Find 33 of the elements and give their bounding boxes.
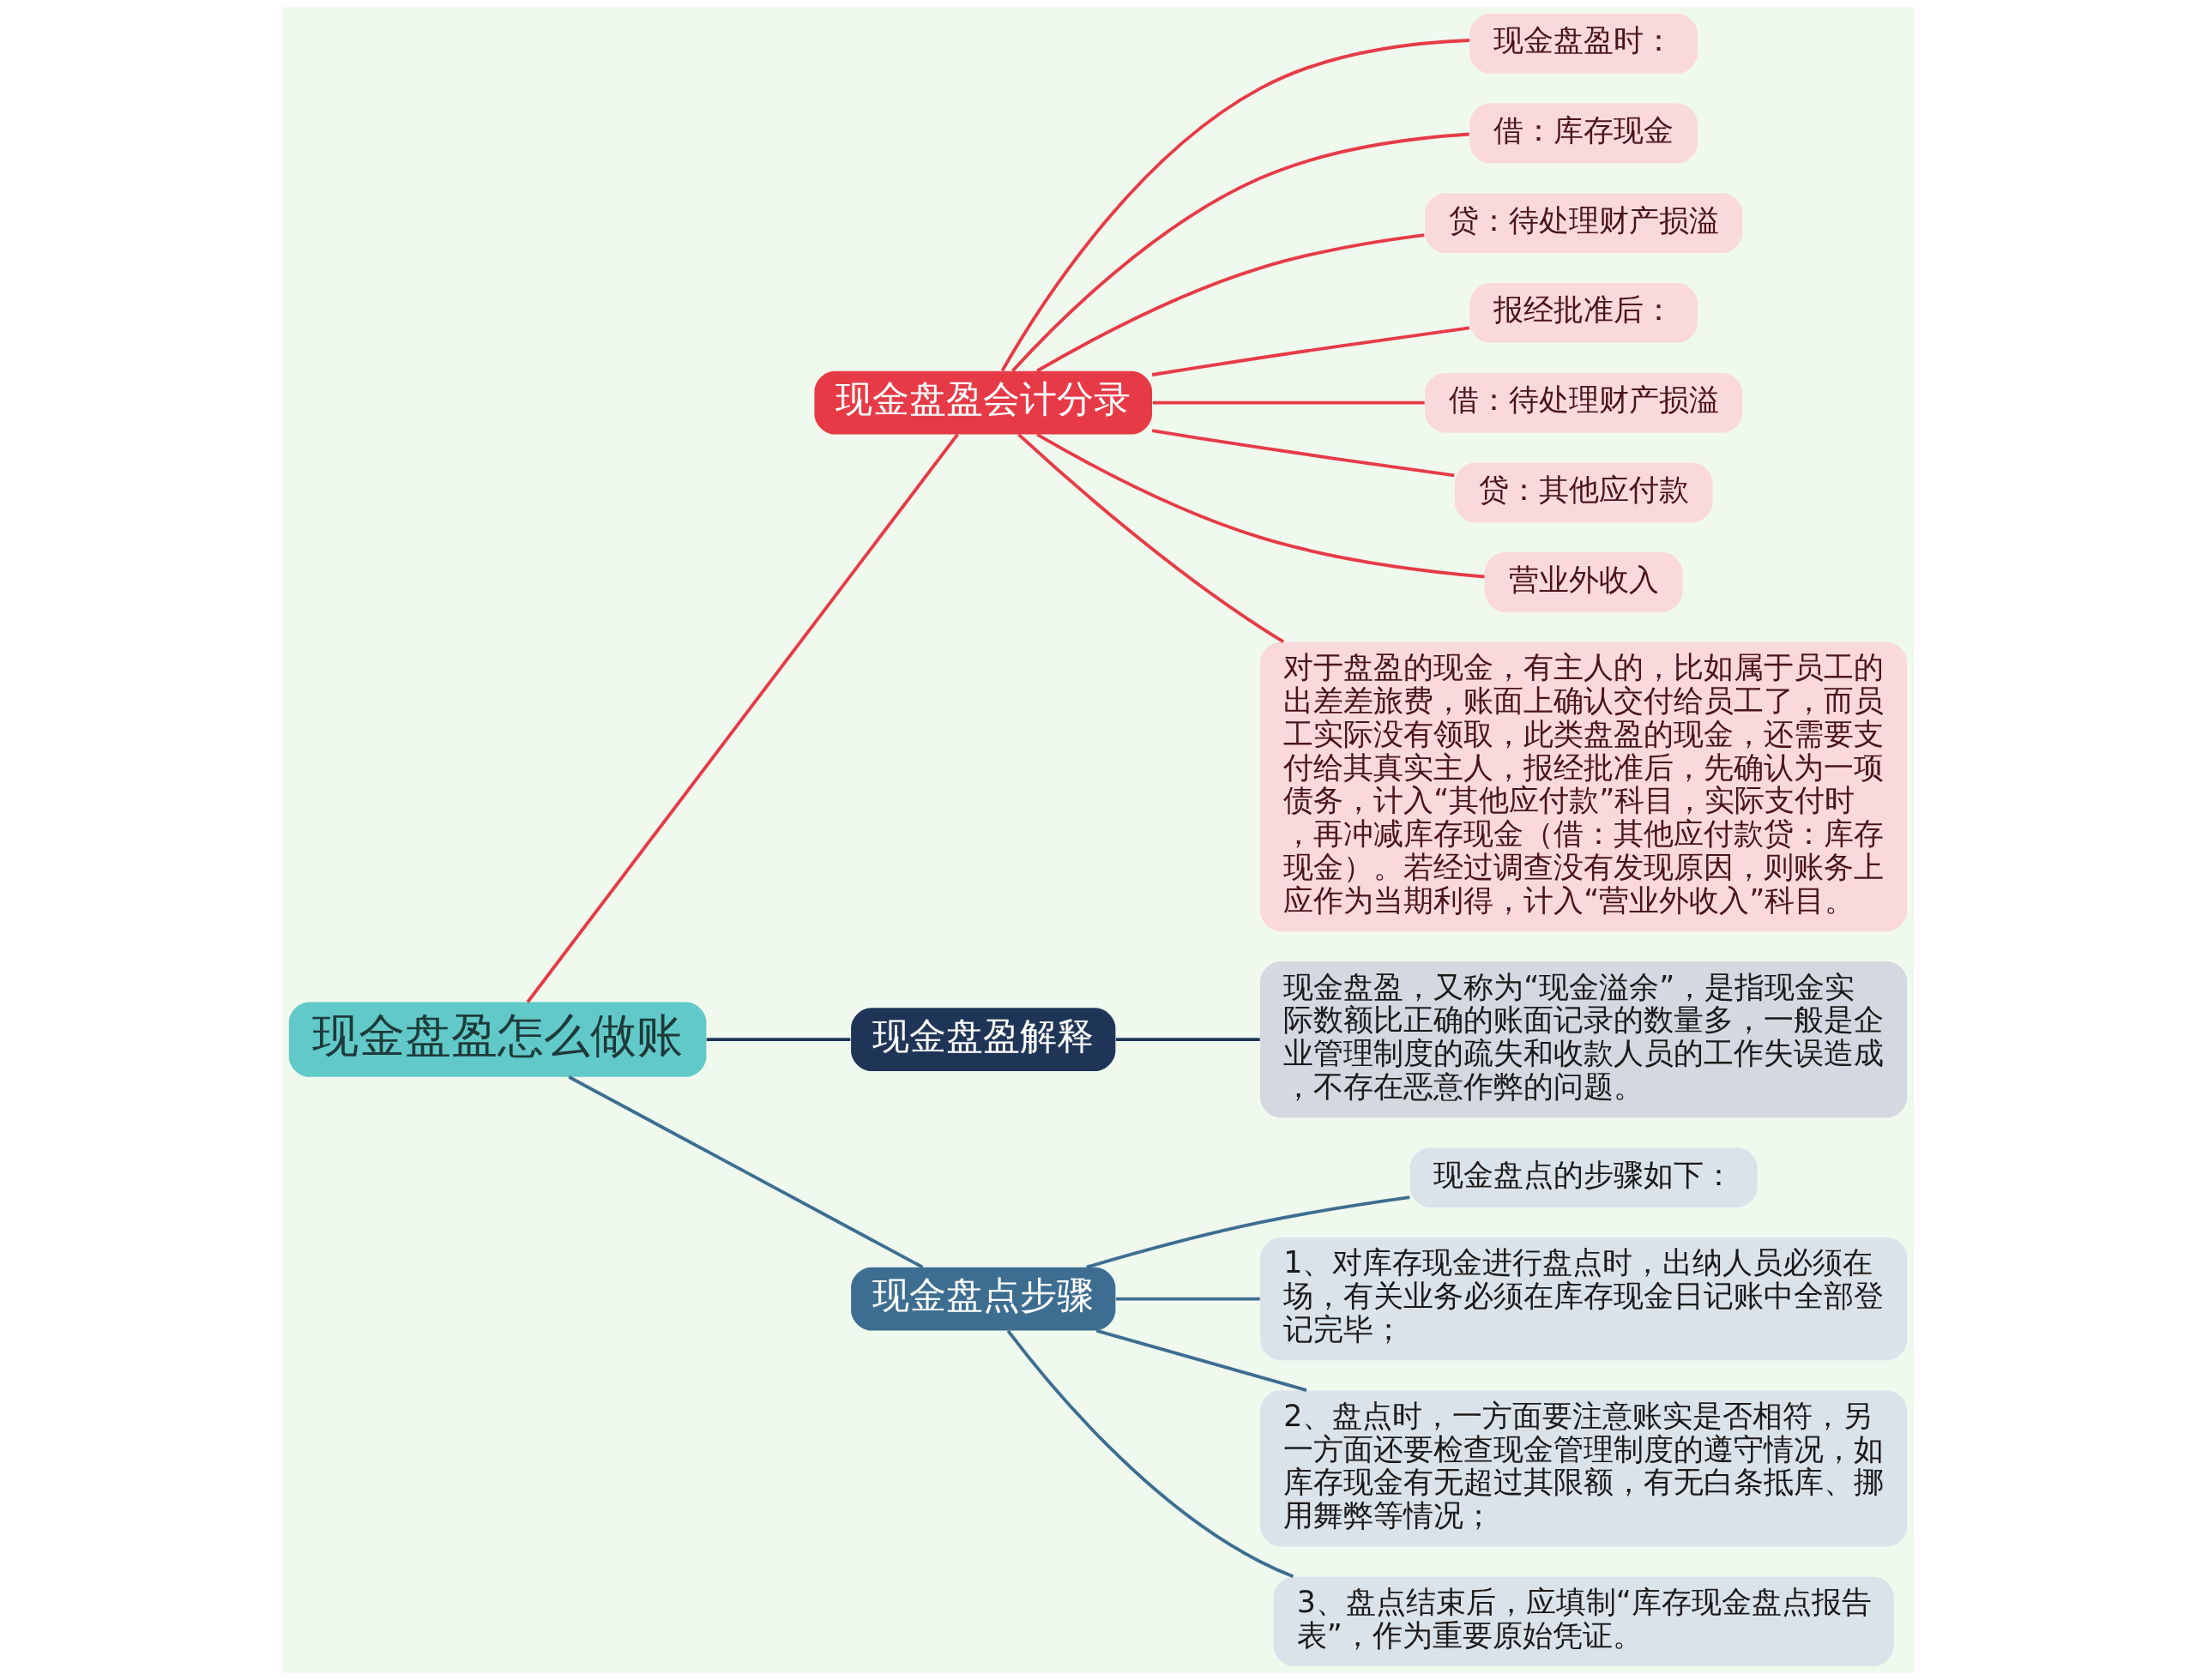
node-box: 现金盘盈怎么做账 (288, 1002, 707, 1077)
node-box: 贷：其他应付款 (1454, 462, 1713, 523)
connector (1086, 1195, 1410, 1269)
connector (1017, 433, 1285, 643)
node-box: 现金盘盈，又称为“现金溢余”，是指现金实际数额比正确的账面记录的数量多，一般是企业管理制度的疏失和收款人员的工作失误造成，不存在恶意作弊的问题。 (1260, 961, 1908, 1118)
node-box: 现金盘盈解释 (851, 1008, 1116, 1071)
node-box: 现金盘盈会计分录 (814, 370, 1152, 435)
node-box: 现金盘点的步骤如下： (1409, 1147, 1758, 1207)
connector (1036, 433, 1485, 579)
connector (1115, 1038, 1260, 1042)
connector (1011, 132, 1469, 372)
connector (1115, 1297, 1260, 1301)
node-box: 借：待处理财产损溢 (1425, 372, 1743, 433)
connector (1000, 39, 1470, 372)
node-box: 现金盘点步骤 (851, 1267, 1116, 1331)
connector (1006, 1329, 1294, 1579)
connector (1095, 1328, 1307, 1393)
node-box: 借：库存现金 (1469, 103, 1698, 164)
node-box: 1、对库存现金进行盘点时，出纳人员必须在场，有关业务必须在库存现金日记账中全部登记完毕； (1260, 1237, 1908, 1361)
node-box: 2、盘点时，一方面要注意账实是否相符，另一方面还要检查现金管理制度的遵守情况，如库存现金有无超过其限额，有无白条抵库、挪用舞弊等情况； (1260, 1390, 1908, 1547)
connector (568, 1075, 924, 1269)
connector (1151, 429, 1455, 478)
node-box: 报经批准后： (1469, 283, 1698, 343)
node-box: 现金盘盈时： (1469, 13, 1698, 74)
connector (526, 433, 959, 1003)
node-box: 3、盘点结束后，应填制“库存现金盘点报告表”，作为重要原始凭证。 (1273, 1576, 1894, 1667)
connector (706, 1038, 851, 1042)
node-box: 对于盘盈的现金，有主人的，比如属于员工的出差差旅费，账面上确认交付给员工了，而员工实际没有领取，此类盘盈的现金，还需要支付给其真实主人，报经批准后，先确认为一项债务，计入“其他应付款”科目，实际支付时，再冲减库存现金（借：其他应付款贷：库存现金）。若经过调查没有发现原因，则账务上应作为当期利得，计入“营业外收入”科目。 (1260, 641, 1908, 932)
connector (1151, 326, 1470, 376)
node-box: 营业外收入 (1484, 552, 1683, 612)
node-box: 贷：待处理财产损溢 (1425, 193, 1743, 254)
connector (1036, 233, 1425, 373)
connector (1152, 400, 1425, 405)
